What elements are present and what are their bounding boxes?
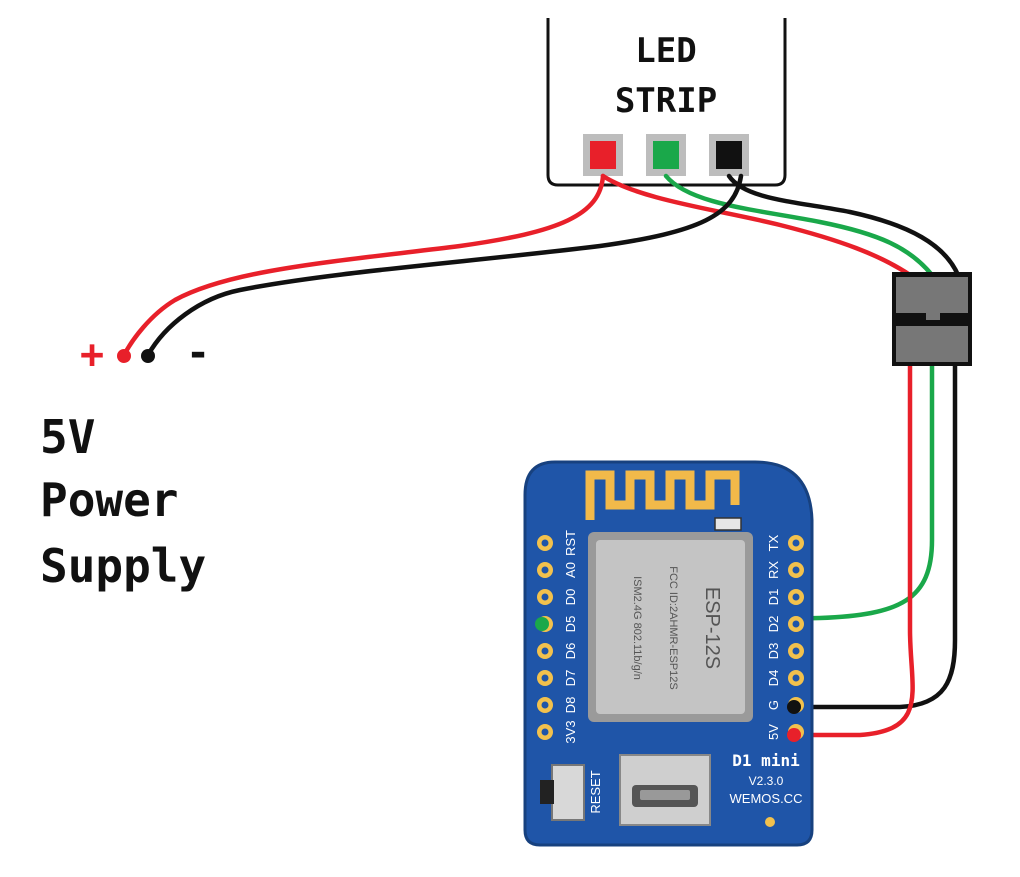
- psu-positive-terminal: [117, 349, 131, 363]
- pin-label-d2: D2: [766, 616, 781, 633]
- pin-label-d8: D8: [563, 697, 578, 714]
- pin-label-d7: D7: [563, 670, 578, 687]
- led-strip-label-line1: LED: [635, 31, 696, 71]
- led-indicator: [714, 517, 742, 531]
- pin-label-rx: RX: [766, 561, 781, 579]
- pin-hole-center: [541, 593, 549, 601]
- pin-label-d6: D6: [563, 643, 578, 660]
- pin-label-5v: 5V: [766, 724, 781, 740]
- psu-negative-terminal: [141, 349, 155, 363]
- module-label-line2: FCC ID:2AHMR-ESP12S: [667, 566, 679, 689]
- pin-hole-center: [792, 620, 800, 628]
- psu-plus-sign: +: [80, 332, 104, 378]
- pin-hole-center: [541, 701, 549, 709]
- pin-hole-center: [541, 647, 549, 655]
- power-supply: + - 5V Power Supply: [40, 330, 210, 593]
- wire-led-black-to-psu: [145, 173, 744, 358]
- pin-label-tx: TX: [766, 534, 781, 551]
- psu-label-line1: 5V: [40, 410, 95, 464]
- module-label-line3: ISM2.4G 802.11b/g/n: [631, 576, 643, 680]
- reset-button: [540, 764, 585, 821]
- g-wire-end: [787, 700, 801, 714]
- wire-led-green-to-connector: [663, 173, 935, 278]
- pin-hole-center: [541, 728, 549, 736]
- pin-hole-center: [792, 647, 800, 655]
- wire-red-to-5v: [791, 362, 915, 738]
- led-strip: LED STRIP: [546, 18, 787, 187]
- pin-hole-center: [541, 674, 549, 682]
- reset-label: RESET: [588, 770, 603, 813]
- micro-usb-port: [619, 754, 711, 826]
- pin-hole-center: [792, 674, 800, 682]
- wire-led-black-to-connector: [726, 173, 961, 278]
- esp-module: ESP-12S FCC ID:2AHMR-ESP12S ISM2.4G 802.…: [588, 532, 753, 722]
- pin-label-d3: D3: [766, 643, 781, 660]
- pin-hole-center: [792, 539, 800, 547]
- pin-label-d4: D4: [766, 670, 781, 687]
- antenna-trace: [585, 470, 740, 520]
- pin-label-d0: D0: [563, 589, 578, 606]
- pin-hole-center: [541, 539, 549, 547]
- wires: [121, 173, 961, 738]
- psu-label-line2: Power: [40, 473, 178, 527]
- 5v-wire-end: [787, 728, 801, 742]
- module-label-line1: ESP-12S: [701, 587, 723, 669]
- d5-wire-end: [535, 617, 549, 631]
- wire-green-to-d5: [539, 362, 935, 627]
- board-model: D1 mini: [732, 751, 800, 770]
- d1-mini-board: ESP-12S FCC ID:2AHMR-ESP12S ISM2.4G 802.…: [523, 460, 814, 847]
- psu-label-line3: Supply: [40, 539, 206, 593]
- pin-hole-center: [541, 566, 549, 574]
- wire-black-to-g: [791, 362, 958, 710]
- wire-led-red-to-connector: [600, 173, 913, 278]
- pin-hole-center: [792, 593, 800, 601]
- board-website: WEMOS.CC: [730, 791, 803, 806]
- pin-hole-center: [792, 566, 800, 574]
- led-strip-label-line2: STRIP: [615, 81, 717, 121]
- psu-minus-sign: -: [186, 330, 210, 376]
- pin-label-d1: D1: [766, 589, 781, 606]
- pin-label-d5: D5: [563, 616, 578, 633]
- wire-connector: [892, 272, 972, 366]
- board-version: V2.3.0: [749, 774, 784, 788]
- pin-label-a0: A0: [563, 562, 578, 578]
- mounting-hole: [765, 817, 775, 827]
- pin-label-rst: RST: [563, 530, 578, 556]
- pin-label-3v3: 3V3: [563, 720, 578, 743]
- wire-led-red-to-psu: [121, 173, 606, 358]
- pin-label-g: G: [766, 700, 781, 710]
